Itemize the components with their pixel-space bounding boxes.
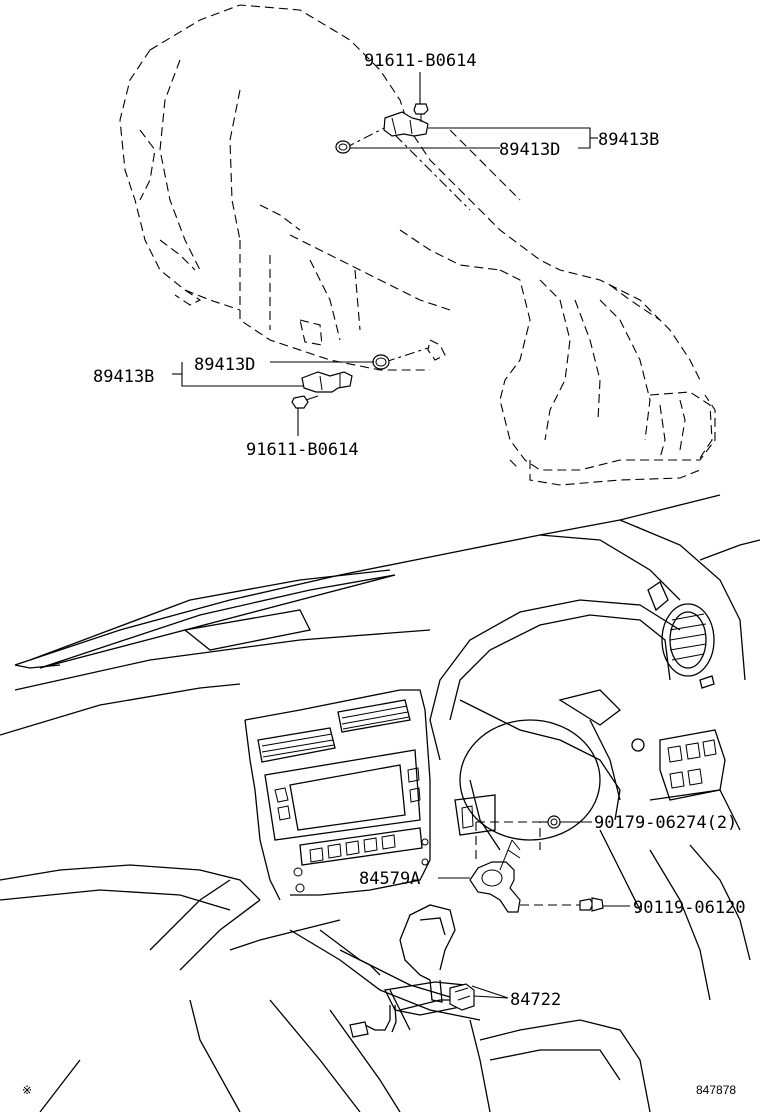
air-vent-icon <box>661 603 715 677</box>
bolt-icon <box>291 395 309 409</box>
screw-icon <box>579 898 594 911</box>
switch-panel-icon <box>659 729 726 801</box>
dashboard-interior <box>0 494 760 1112</box>
label-sensor-mid-d: 89413D <box>194 355 255 375</box>
speed-sensor-icon <box>301 371 353 393</box>
ignition-switch-bracket <box>438 815 630 913</box>
corner-mark: ※ <box>22 1083 32 1097</box>
nut-icon <box>547 815 561 829</box>
label-nut: 90179-06274(2) <box>594 813 737 833</box>
o-ring-icon <box>335 140 351 154</box>
label-sensor-mid-b: 89413B <box>93 367 154 387</box>
bolt-icon <box>413 103 429 115</box>
center-stack-icon <box>244 689 431 896</box>
label-screw: 90119-06120 <box>633 898 746 918</box>
switch-icon <box>449 983 475 1011</box>
shift-knob-icon <box>399 904 456 971</box>
label-switch: 84722 <box>510 990 561 1010</box>
shift-lock-switch <box>449 983 509 1011</box>
transmission-assembly <box>119 4 716 486</box>
label-sensor-top-b: 89413B <box>598 130 659 150</box>
upper-speed-sensor <box>335 72 598 211</box>
air-vent-icon <box>257 727 336 763</box>
label-sensor-top-d: 89413D <box>499 140 560 160</box>
label-bracket: 84579A <box>359 869 420 889</box>
label-bolt-top: 91611-B0614 <box>364 51 477 71</box>
lower-speed-sensor <box>172 347 429 436</box>
bracket-icon <box>469 861 521 913</box>
o-ring-icon <box>372 354 390 370</box>
connector-icon <box>349 1021 369 1038</box>
display-screen-icon <box>289 764 406 831</box>
figure-code: 847878 <box>696 1083 736 1097</box>
air-vent-icon <box>337 699 411 733</box>
label-bolt-mid: 91611-B0614 <box>246 440 359 460</box>
